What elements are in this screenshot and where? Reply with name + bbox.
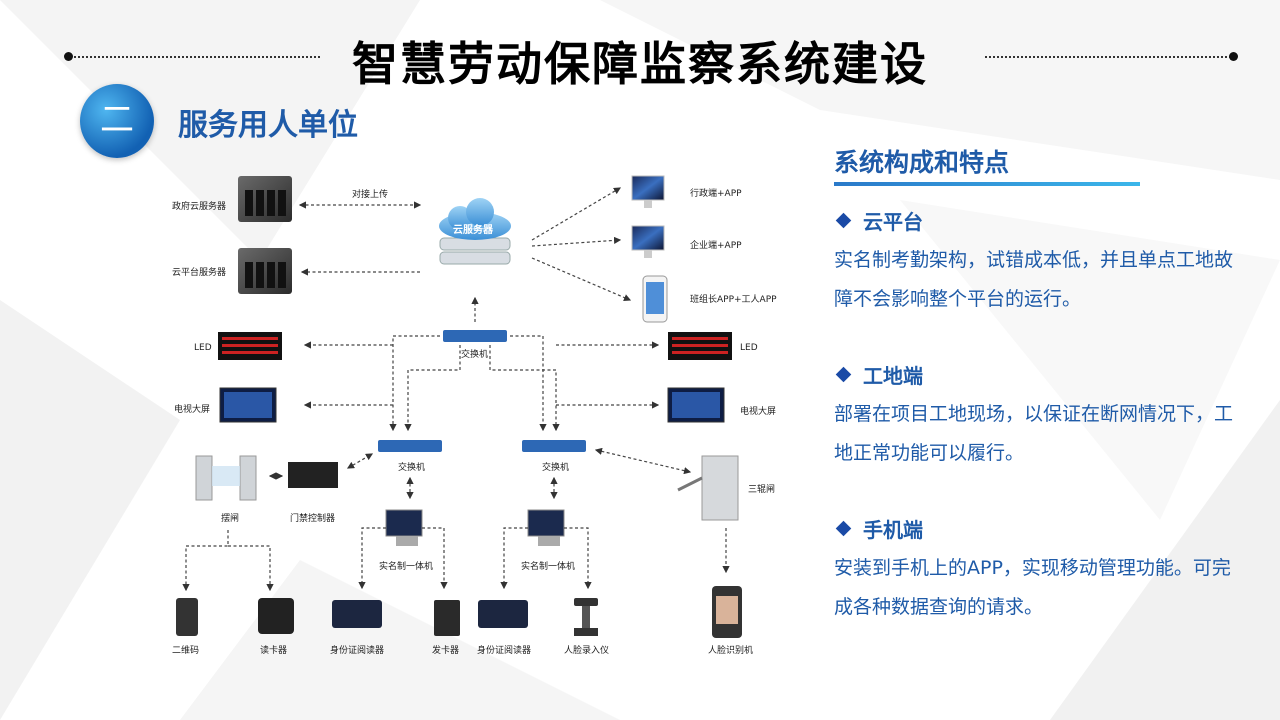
title-line-right: [985, 56, 1235, 58]
title-dot-left: [64, 52, 73, 61]
id-reader-right-label: 身份证阅读器: [477, 644, 531, 656]
gate-reader-arrow: [228, 545, 274, 592]
card-issuer-label: 发卡器: [432, 644, 459, 656]
access-controller-icon: [288, 462, 338, 488]
card-issuer-icon: [434, 600, 460, 636]
diamond-bullet-icon: [835, 212, 852, 229]
feature-body: 部署在项目工地现场，以保证在断网情况下，工地正常功能可以履行。: [834, 403, 1234, 464]
feature-title: 工地端: [863, 364, 923, 388]
enterprise-monitor-icon: [631, 225, 665, 258]
admin-monitor-icon: [631, 175, 665, 208]
feature-title: 云平台: [863, 210, 923, 234]
tv-right-icon: [667, 387, 725, 423]
main-to-right-switch-2: [489, 345, 560, 432]
swing-gate-label: 摆闸: [221, 512, 239, 524]
swing-gate-icon: [195, 455, 257, 501]
left-switch-label: 交换机: [398, 461, 425, 473]
led-right-icon: [668, 332, 732, 360]
title-dot-right: [1229, 52, 1238, 61]
left-switch-icon: [378, 440, 442, 452]
main-to-right-switch: [510, 335, 547, 432]
feature-title: 手机端: [863, 518, 923, 542]
cloud-platform-server-icon: [238, 248, 292, 294]
terminal-left-label: 实名制一体机: [379, 560, 433, 572]
feature-body: 安装到手机上的APP，实现移动管理功能。可完成各种数据查询的请求。: [834, 557, 1231, 618]
arrow-team: [531, 257, 632, 301]
team-app-label: 班组长APP+工人APP: [690, 293, 777, 305]
title-line-left: [70, 56, 320, 58]
enterprise-app-label: 企业端+APP: [690, 239, 742, 251]
feature-cloud-platform: 云平台 实名制考勤架构，试错成本低，并且单点工地故障不会影响整个平台的运行。: [834, 206, 1254, 319]
tripod-gate-icon: [677, 455, 739, 521]
tv-left-icon: [219, 387, 277, 423]
diamond-bullet-icon: [835, 366, 852, 383]
face-enroll-icon: [574, 598, 598, 636]
section-number-badge: 二: [80, 84, 154, 158]
gov-server-label: 政府云服务器: [172, 200, 226, 212]
access-controller-label: 门禁控制器: [290, 512, 335, 524]
main-to-left-switch: [389, 335, 440, 432]
terminal-face-arrow: [564, 527, 592, 590]
controller-switch-arrow: [346, 453, 374, 469]
id-reader-left-icon: [332, 600, 382, 628]
gov-server-icon: [238, 176, 292, 222]
tv-left-label: 电视大屏: [174, 403, 210, 415]
section-title: 服务用人单位: [178, 108, 358, 143]
arrow-admin: [531, 187, 622, 241]
feature-mobile-end: 手机端 安装到手机上的APP，实现移动管理功能。可完成各种数据查询的请求。: [834, 514, 1254, 627]
arrow-enterprise: [531, 236, 622, 247]
cloud-platform-server-label: 云平台服务器: [172, 266, 226, 278]
terminal-right-icon: [527, 509, 565, 546]
heading-underline: [834, 182, 1140, 186]
feature-site-end: 工地端 部署在项目工地现场，以保证在断网情况下，工地正常功能可以履行。: [834, 360, 1254, 473]
dock-upload-label: 对接上传: [352, 188, 388, 200]
right-switch-icon: [522, 440, 586, 452]
gate-qr-arrow: [182, 530, 229, 592]
led-left-label: LED: [194, 343, 212, 353]
card-reader-icon: [258, 598, 294, 634]
features-heading: 系统构成和特点: [834, 148, 1010, 177]
terminal-issuer-arrow: [422, 527, 448, 590]
id-reader-left-label: 身份证阅读器: [330, 644, 384, 656]
tv-right-label: 电视大屏: [740, 405, 776, 417]
qr-scanner-icon: [176, 598, 198, 636]
feature-body: 实名制考勤架构，试错成本低，并且单点工地故障不会影响整个平台的运行。: [834, 249, 1234, 310]
cloud-server-label: 云服务器: [453, 223, 494, 236]
main-to-left-switch-2: [404, 345, 461, 432]
cloud-server-icon: [439, 198, 511, 265]
led-right-label: LED: [740, 343, 758, 353]
face-enroll-label: 人脸录入仪: [564, 644, 609, 656]
diamond-bullet-icon: [835, 520, 852, 537]
system-architecture-diagram: 政府云服务器 云平台服务器 云服务器 对接上传 行政端+APP 企业端+APP …: [172, 175, 777, 656]
terminal-id-right-arrow: [500, 527, 528, 590]
qr-label: 二维码: [172, 644, 199, 656]
switch-tripod-arrow: [594, 447, 692, 475]
id-reader-right-icon: [478, 600, 528, 628]
terminal-id-arrow: [358, 527, 386, 590]
smartphone-icon: [642, 275, 668, 323]
tripod-gate-label: 三辊闸: [748, 483, 775, 495]
main-switch-icon: [443, 330, 507, 342]
face-recognition-label: 人脸识别机: [708, 644, 753, 656]
face-recognition-icon: [712, 586, 742, 638]
led-left-icon: [218, 332, 282, 360]
terminal-left-icon: [385, 509, 423, 546]
page-title: 智慧劳动保障监察系统建设: [352, 37, 928, 91]
card-reader-label: 读卡器: [260, 644, 287, 656]
admin-app-label: 行政端+APP: [690, 187, 742, 199]
right-switch-label: 交换机: [542, 461, 569, 473]
terminal-right-label: 实名制一体机: [521, 560, 575, 572]
main-switch-label: 交换机: [461, 348, 488, 360]
